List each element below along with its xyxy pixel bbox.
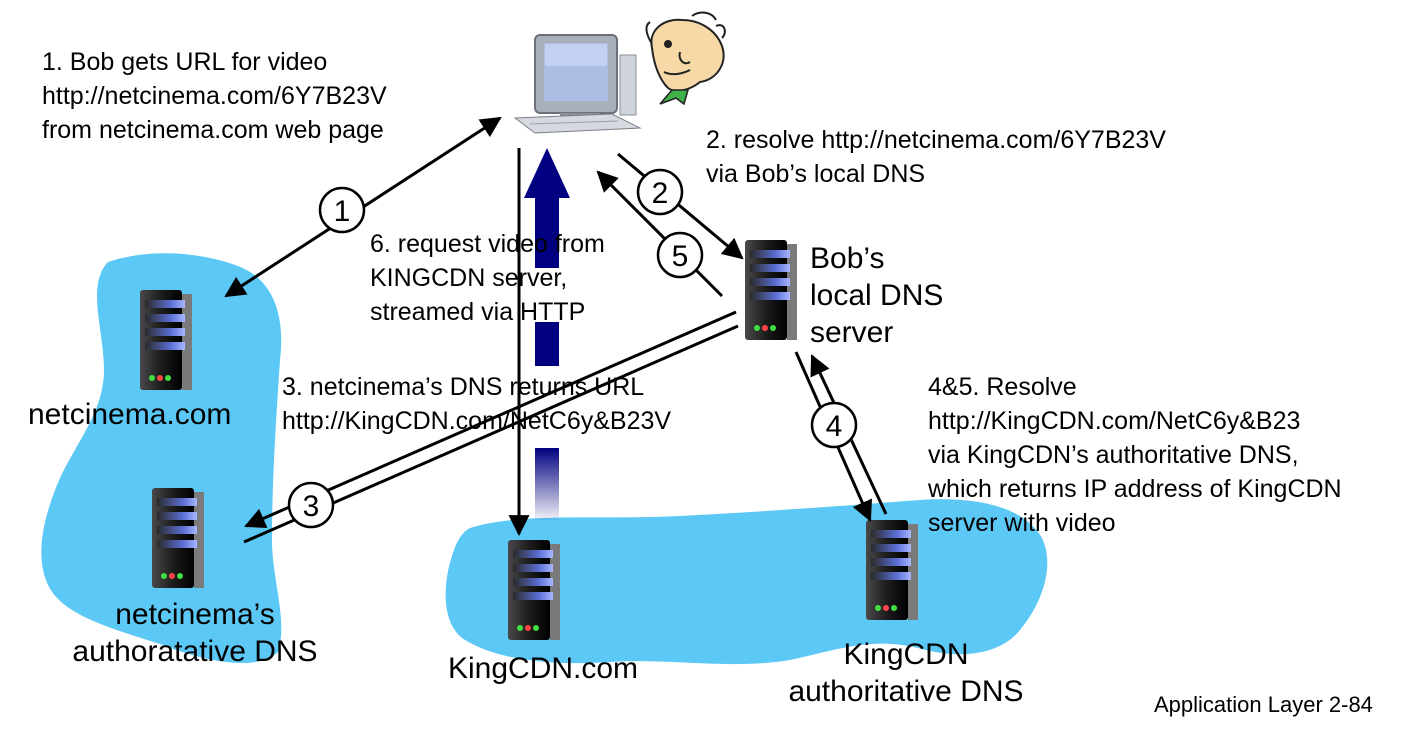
kingcdn-dns-label: KingCDN authoritative DNS [776, 636, 1036, 710]
step3-line1: 3. netcinema’s DNS returns URL [282, 373, 645, 401]
step-marker-1: 1 [318, 186, 366, 234]
step45-line3: via KingCDN’s authoritative DNS, [928, 441, 1299, 469]
step2-line1: 2. resolve http://netcinema.com/6Y7B23V [706, 126, 1166, 154]
step1-line2: http://netcinema.com/6Y7B23V [42, 82, 387, 110]
footer-label: Application Layer 2-84 [1154, 692, 1373, 717]
step1-line1: 1. Bob gets URL for video [42, 48, 328, 76]
netcinema-server-icon [140, 290, 192, 390]
step6-description: 6. request video from KINGCDN server, st… [370, 227, 605, 329]
kingcdn-server-icon [508, 540, 560, 640]
step-marker-5: 5 [656, 231, 704, 279]
netcinema-dns-line1: netcinema’s [115, 598, 275, 631]
arrow-step2 [617, 152, 744, 260]
step45-line5: server with video [928, 509, 1116, 537]
step1-description: 1. Bob gets URL for video http://netcine… [42, 45, 387, 147]
local-dns-server-icon [745, 240, 797, 340]
local-dns-line1: Bob’s [810, 242, 885, 275]
kingcdn-dns-line1: KingCDN [843, 638, 969, 671]
step6-line2: KINGCDN server, [370, 264, 568, 292]
kingcdn-dns-line2: authoritative DNS [788, 675, 1024, 708]
http-stream-arrow [524, 148, 570, 520]
step45-line4: which returns IP address of KingCDN [928, 475, 1342, 503]
netcinema-dns-label: netcinema’s authoratative DNS [60, 596, 330, 670]
user-face-icon [645, 11, 726, 106]
svg-text:4: 4 [826, 410, 843, 443]
step45-line1: 4&5. Resolve [928, 373, 1077, 401]
step6-line1: 6. request video from [370, 230, 605, 258]
svg-text:3: 3 [303, 490, 320, 523]
step6-line3: streamed via HTTP [370, 298, 586, 326]
local-dns-line2: local DNS [810, 279, 944, 312]
netcinema-dns-line2: authoratative DNS [72, 635, 318, 668]
step3-description: 3. netcinema’s DNS returns URL http://Ki… [282, 370, 671, 438]
desktop-computer-icon [513, 34, 642, 134]
kingcdn-label: KingCDN.com [448, 652, 639, 685]
local-dns-line3: server [810, 316, 894, 349]
step45-description: 4&5. Resolve http://KingCDN.com/NetC6y&B… [928, 370, 1342, 540]
step-marker-4: 4 [810, 401, 858, 449]
step2-description: 2. resolve http://netcinema.com/6Y7B23V … [706, 123, 1166, 191]
step1-line3: from netcinema.com web page [42, 116, 384, 144]
kingcdn-dns-server-icon [866, 520, 918, 620]
local-dns-label: Bob’s local DNS server [810, 240, 943, 351]
svg-text:5: 5 [672, 240, 689, 273]
step-marker-3: 3 [287, 481, 335, 529]
step-marker-2: 2 [636, 168, 684, 216]
arrow-step5 [596, 170, 724, 298]
svg-text:2: 2 [652, 177, 669, 210]
netcinema-label: netcinema.com [28, 398, 232, 431]
step2-line2: via Bob’s local DNS [706, 160, 926, 188]
netcinema-dns-server-icon [152, 488, 204, 588]
step3-line2: http://KingCDN.com/NetC6y&B23V [282, 407, 672, 435]
netcinema-cloud [41, 253, 282, 664]
step45-line2: http://KingCDN.com/NetC6y&B23 [928, 407, 1301, 435]
svg-text:1: 1 [334, 195, 351, 228]
